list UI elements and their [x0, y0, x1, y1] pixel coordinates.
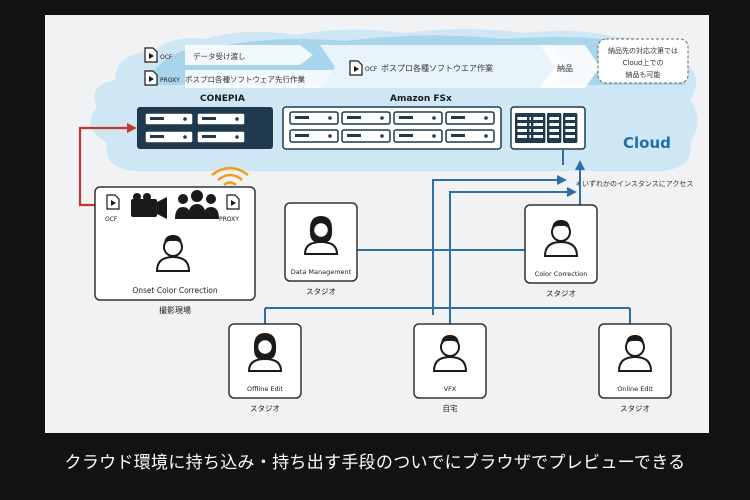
delivery-note-box — [597, 38, 689, 84]
ws-location: スタジオ — [620, 404, 650, 413]
fsx-label: Amazon FSx — [390, 94, 452, 104]
workstation-vfx: VFX — [413, 323, 487, 399]
workstation-color-correction: Color Correction — [524, 204, 598, 284]
net-arrowhead-2 — [567, 187, 577, 197]
note-line-2: Cloud上での — [623, 58, 664, 67]
net-arrowhead-1 — [557, 175, 567, 185]
ws-role: Color Correction — [535, 270, 588, 278]
mid-file-icon — [349, 60, 363, 76]
onset-role: Onset Color Correction — [132, 286, 218, 295]
fsx-storage — [282, 106, 502, 150]
wifi-icon — [211, 166, 249, 187]
upload-arrow — [78, 126, 127, 207]
ws-role: VFX — [444, 385, 457, 393]
onset-station: OCF PROXY Onset Color Correction — [94, 186, 256, 301]
ws-location: スタジオ — [306, 287, 336, 296]
crew-icon — [175, 190, 219, 219]
conepia-server — [137, 107, 273, 149]
row1-step: データ受け渡し — [193, 51, 246, 61]
pipeline-banner: OCF データ受け渡し PROXY ポスプロ各種ソフトウェア先行作業 OCF ポ… — [144, 38, 689, 88]
ws-role: Offline Edit — [247, 385, 283, 393]
conepia-label: CONEPIA — [200, 94, 245, 104]
cloud-label: Cloud — [623, 134, 671, 152]
final-step: 納品 — [557, 63, 573, 73]
row2-step: ポスプロ各種ソフトウェア先行作業 — [185, 74, 305, 84]
note-line-1: 納品先の対応次第では — [608, 46, 678, 55]
mid-tag: OCF — [365, 66, 378, 73]
caption: クラウド環境に持ち込み・持ち出す手段のついでにブラウザでプレビューできる — [64, 453, 686, 473]
diagram-panel: OCF データ受け渡し PROXY ポスプロ各種ソフトウェア先行作業 OCF ポ… — [45, 15, 709, 433]
workstation-offline-edit: Offline Edit — [228, 323, 302, 399]
ws-role: Online Edit — [617, 385, 653, 393]
workstation-data-management: Data Management — [284, 202, 358, 282]
upload-arrowhead — [127, 123, 137, 133]
onset-proxy-label: PROXY — [219, 216, 239, 223]
ws-location: 自宅 — [443, 403, 458, 413]
workstation-online-edit: Online Edit — [598, 323, 672, 399]
ws-location: スタジオ — [546, 289, 576, 298]
onset-ocf-label: OCF — [105, 216, 118, 223]
ws-role: Data Management — [291, 268, 352, 276]
workflow-diagram: OCF データ受け渡し PROXY ポスプロ各種ソフトウェア先行作業 OCF ポ… — [78, 29, 698, 413]
ws-location: スタジオ — [250, 404, 280, 413]
cloud-instances — [510, 106, 586, 150]
ocf-file-icon — [144, 47, 158, 63]
row1-tag: OCF — [160, 54, 173, 61]
net-arrowhead-3 — [575, 160, 585, 170]
camera-icon — [131, 193, 167, 219]
proxy-file-icon — [144, 70, 158, 86]
row2-tag: PROXY — [160, 77, 180, 84]
note-line-3: 納品も可能 — [626, 70, 661, 79]
onset-location: 撮影現場 — [159, 305, 191, 315]
access-note: ＊いずれかのインスタンスにアクセス — [575, 179, 693, 188]
mid-step: ポスプロ各種ソフトウエア作業 — [381, 63, 493, 73]
